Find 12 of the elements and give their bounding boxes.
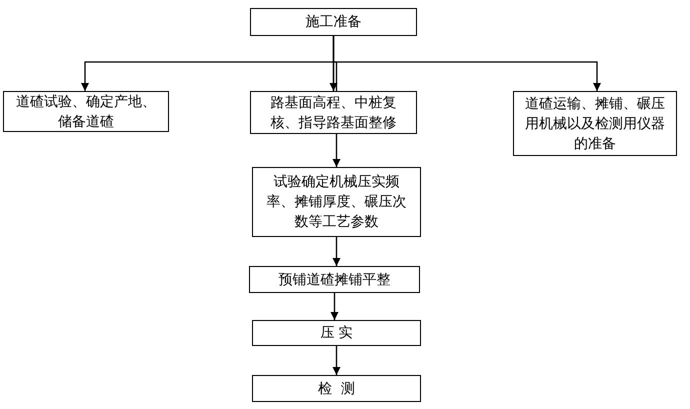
arrow	[330, 293, 338, 320]
arrow	[332, 346, 340, 375]
process-box: 道碴运输、摊铺、碾压用机械以及检测用仪器的准备	[513, 91, 677, 156]
process-box: 试验确定机械压实频率、摊铺厚度、碾压次数等工艺参数	[252, 167, 421, 237]
process-box: 检 测	[252, 375, 421, 402]
process-box: 预铺道碴摊铺平整	[249, 266, 420, 293]
process-box: 路基面高程、中桩复核、指导路基面整修	[250, 91, 417, 134]
process-box: 压 实	[252, 320, 421, 346]
arrow	[332, 237, 340, 266]
process-box: 施工准备	[250, 8, 417, 36]
arrow	[332, 36, 601, 91]
process-box: 道碴试验、确定产地、储备道碴	[3, 91, 169, 132]
